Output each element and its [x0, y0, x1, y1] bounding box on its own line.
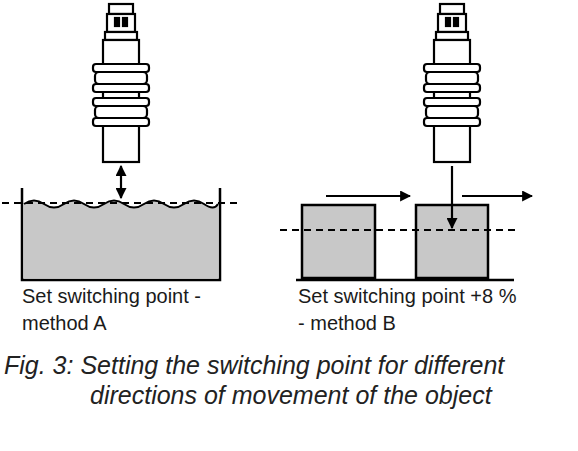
- distance-arrow: [120, 166, 122, 198]
- tank: [22, 188, 220, 280]
- sensor: [424, 4, 480, 162]
- motion-arrow: [326, 195, 410, 197]
- switching-line: [2, 202, 240, 204]
- distance-arrow: [451, 166, 453, 228]
- method-label: Set switching point - method A: [22, 283, 262, 337]
- conveyor: [296, 279, 514, 282]
- liquid: [24, 201, 218, 279]
- switching-line: [280, 229, 516, 231]
- sensor: [93, 4, 149, 162]
- motion-arrow: [462, 195, 532, 197]
- method-label: Set switching point +8 % - method B: [298, 283, 526, 337]
- figure-caption: Fig. 3: Setting the switching point for …: [4, 350, 570, 410]
- object-box: [302, 205, 375, 278]
